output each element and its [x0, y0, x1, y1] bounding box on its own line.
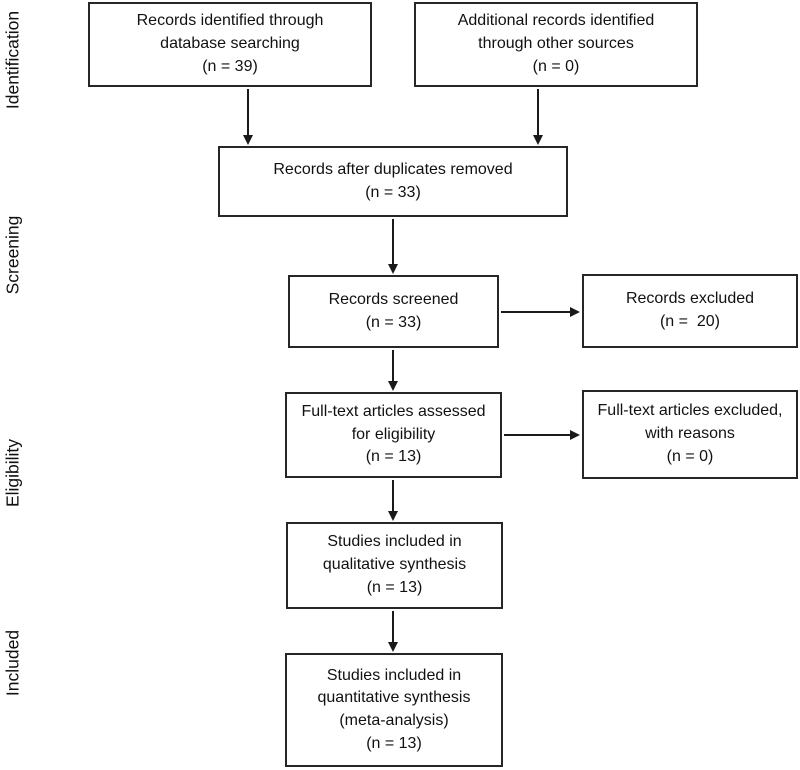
box-studies-quantitative-synthesis: Studies included in quantitative synthes…	[285, 653, 503, 767]
box-additional-records-other-sources: Additional records identified through ot…	[414, 2, 698, 87]
box-records-excluded: Records excluded (n = 20)	[582, 274, 798, 348]
box-records-identified-database: Records identified through database sear…	[88, 2, 372, 87]
box-studies-qualitative-synthesis: Studies included in qualitative synthesi…	[286, 522, 503, 609]
box-fulltext-articles-assessed: Full-text articles assessed for eligibil…	[285, 392, 502, 478]
box-records-after-duplicates-removed: Records after duplicates removed (n = 33…	[218, 146, 568, 217]
stage-label-included: Included	[2, 629, 23, 697]
stage-label-eligibility: Eligibility	[2, 438, 23, 508]
stage-label-identification: Identification	[2, 10, 23, 110]
box-fulltext-articles-excluded: Full-text articles excluded, with reason…	[582, 390, 798, 479]
box-records-screened: Records screened (n = 33)	[288, 275, 499, 348]
stage-label-screening: Screening	[2, 215, 23, 295]
